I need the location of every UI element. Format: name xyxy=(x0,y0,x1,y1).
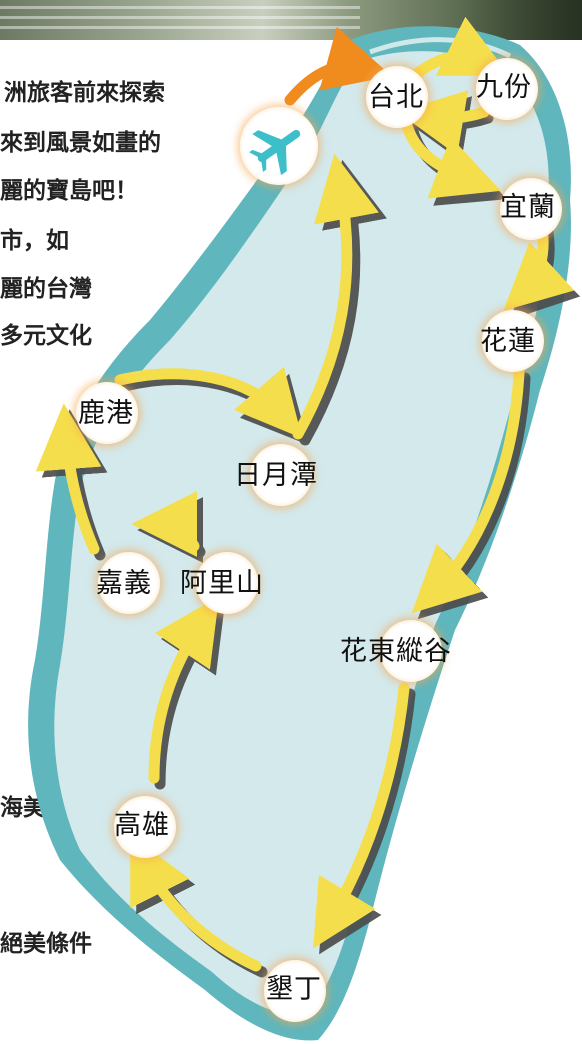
label-yilan: 宜蘭 xyxy=(500,192,556,223)
route-lukang-sunmoon xyxy=(114,366,303,439)
intro-line-4: 市，如 xyxy=(0,228,69,254)
intro-line-1: 洲旅客前來探索 xyxy=(4,80,165,106)
route-chiayi-lukang xyxy=(35,403,102,555)
route-hualien-rift xyxy=(411,366,525,614)
label-alishan: 阿里山 xyxy=(180,568,264,599)
route-airport-taipei xyxy=(284,26,392,106)
route-sunmoon-airport xyxy=(292,153,379,440)
marker-kenting xyxy=(264,960,326,1022)
stair-line xyxy=(0,16,360,19)
marker-yilan xyxy=(500,178,562,240)
label-jiufen: 九份 xyxy=(476,72,532,103)
label-east-rift-valley: 花東縱谷 xyxy=(340,636,452,667)
marker-sun-moon-lake xyxy=(250,444,312,506)
marker-hualien xyxy=(482,310,544,372)
route-kenting-kaohsiung xyxy=(130,834,262,972)
airport-marker xyxy=(240,107,318,185)
label-hualien: 花蓮 xyxy=(480,326,536,357)
route-jiufen-taipei xyxy=(397,90,490,156)
airplane-icon xyxy=(249,129,301,176)
intro-line-6: 多元文化 xyxy=(0,323,92,349)
label-kaohsiung: 高雄 xyxy=(114,810,170,841)
label-taipei: 台北 xyxy=(368,82,424,113)
marker-kaohsiung xyxy=(114,796,176,858)
label-sun-moon-lake: 日月潭 xyxy=(234,460,318,491)
land xyxy=(54,51,549,1016)
intro-line-3: 麗的寶島吧！ xyxy=(0,178,138,204)
lower-line-2: 絕美條件 xyxy=(0,931,92,957)
marker-jiufen xyxy=(476,58,538,120)
label-lukang: 鹿港 xyxy=(78,398,134,429)
route-alishan-chiayi xyxy=(131,491,200,558)
intro-line-2: 來到風景如畫的 xyxy=(0,130,161,156)
label-chiayi: 嘉義 xyxy=(96,568,152,599)
label-kenting: 墾丁 xyxy=(266,974,322,1005)
marker-alishan xyxy=(196,552,258,614)
marker-chiayi xyxy=(98,552,160,614)
intro-line-5: 麗的台灣 xyxy=(0,276,92,302)
marker-taipei xyxy=(366,66,428,128)
marker-lukang xyxy=(76,382,138,444)
stair-line xyxy=(0,26,360,29)
route-taipei-jiufen xyxy=(408,16,510,82)
stair-line xyxy=(0,6,360,9)
marker-east-rift-valley xyxy=(380,620,442,682)
route-kaohsiung-alishan xyxy=(148,596,220,784)
route-rift-kenting xyxy=(313,682,410,949)
